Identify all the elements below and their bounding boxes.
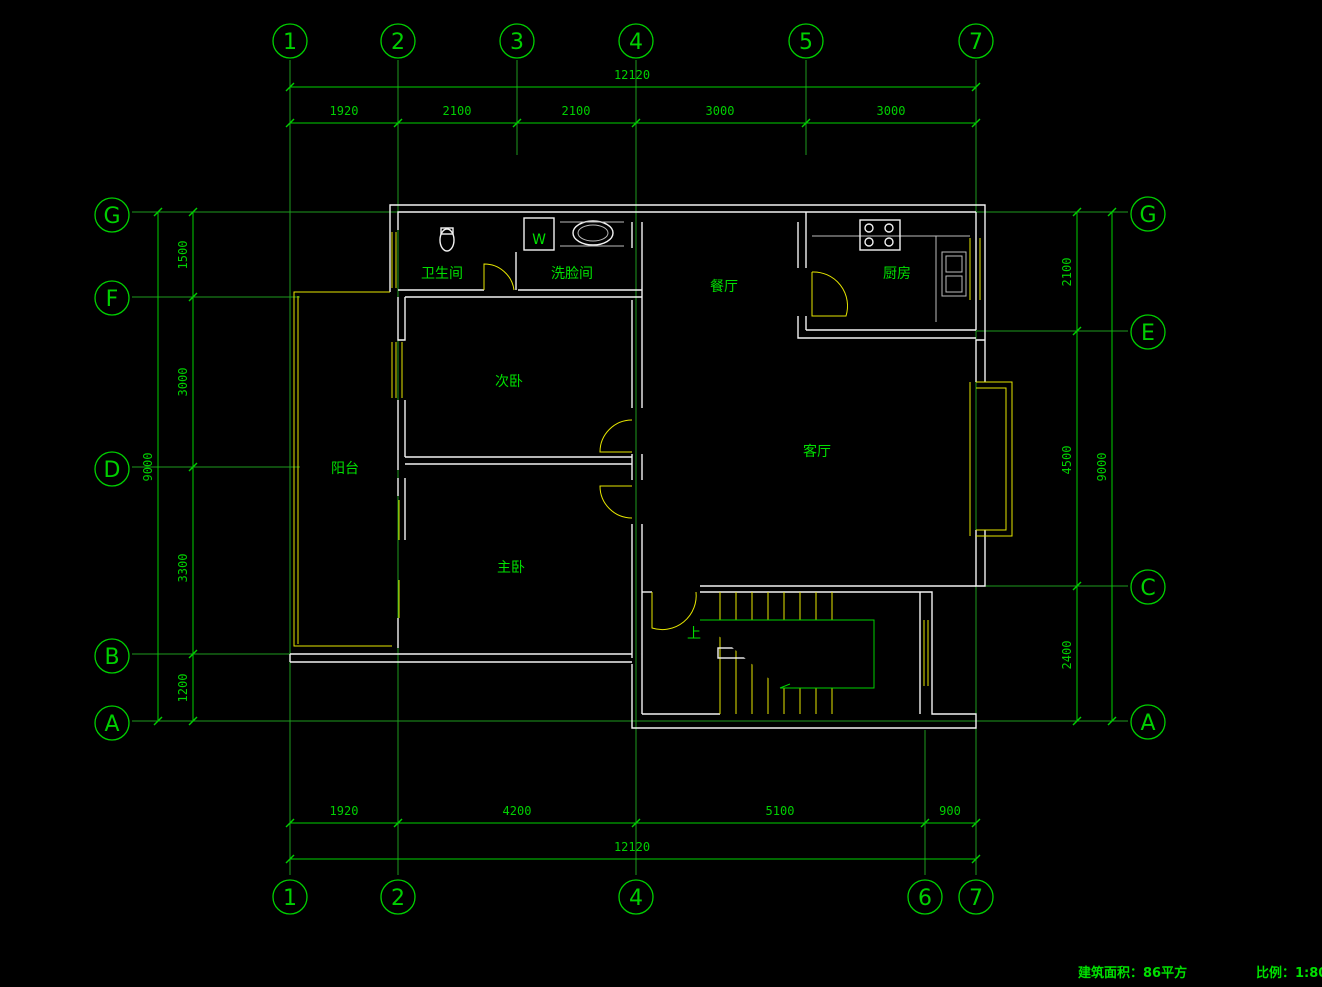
grid-label-bottom-7: 7 xyxy=(969,886,983,911)
scale-note: 比例：1:80 xyxy=(1256,965,1322,981)
right-dimensions: 2100 4500 2400 9000 xyxy=(1060,207,1117,726)
dim-right-seg-2: 4500 xyxy=(1060,446,1074,475)
dim-bottom-seg-2: 4200 xyxy=(503,804,532,818)
dim-top-seg-3: 2100 xyxy=(562,104,591,118)
grid-label-top-3: 3 xyxy=(510,30,524,55)
grid-label-left-A: A xyxy=(104,712,119,737)
stair-up-label: 上 xyxy=(687,626,701,642)
kitchen-fixtures xyxy=(812,219,970,322)
room-label-master-bedroom: 主卧 xyxy=(497,560,525,576)
room-label-dining: 餐厅 xyxy=(710,279,738,295)
grid-lines xyxy=(132,60,1128,875)
grid-label-top-5: 5 xyxy=(799,30,813,55)
bottom-dimensions: 1920 4200 5100 900 12120 xyxy=(285,804,981,864)
room-label-balcony: 阳台 xyxy=(331,461,359,477)
dim-right-total: 9000 xyxy=(1095,453,1109,482)
bath-fixtures: W xyxy=(439,217,624,252)
dim-right-seg-3: 2400 xyxy=(1060,641,1074,670)
grid-label-left-G: G xyxy=(103,204,120,229)
grid-label-right-A: A xyxy=(1140,711,1155,736)
grid-label-top-2: 2 xyxy=(391,30,405,55)
room-label-washroom: 洗脸间 xyxy=(551,266,593,282)
stove-icon xyxy=(859,219,901,251)
room-label-living: 客厅 xyxy=(803,443,831,460)
dim-bottom-seg-3: 5100 xyxy=(766,804,795,818)
grid-label-right-G: G xyxy=(1139,203,1156,228)
grid-label-top-4: 4 xyxy=(629,30,643,55)
area-note: 建筑面积：86平方 xyxy=(1078,965,1187,981)
room-label-toilet: 卫生间 xyxy=(421,266,463,282)
top-dimensions: 12120 1920 2100 2100 3000 3000 xyxy=(285,68,981,128)
dim-left-seg-2: 3000 xyxy=(176,368,190,397)
sink-icon xyxy=(941,251,967,297)
dim-bottom-seg-4: 900 xyxy=(939,804,961,818)
footer-notes: 建筑面积：86平方 比例：1:80 xyxy=(1078,965,1322,981)
grid-label-bottom-6: 6 xyxy=(918,886,932,911)
dim-top-seg-2: 2100 xyxy=(443,104,472,118)
washer-label: W xyxy=(532,232,546,248)
dim-top-total: 12120 xyxy=(614,68,650,82)
dim-left-seg-4: 1200 xyxy=(176,674,190,703)
grid-label-left-D: D xyxy=(104,458,121,483)
dim-left-total: 9000 xyxy=(141,453,155,482)
top-axis-bubbles: 1 2 3 4 5 7 xyxy=(272,23,994,59)
toilet-icon xyxy=(439,228,455,252)
grid-label-top-7: 7 xyxy=(969,30,983,55)
grid-label-left-B: B xyxy=(104,645,119,670)
grid-label-bottom-4: 4 xyxy=(629,886,643,911)
grid-label-bottom-1: 1 xyxy=(283,886,297,911)
left-dimensions: 9000 1500 3000 3300 1200 xyxy=(141,207,198,726)
room-label-kitchen: 厨房 xyxy=(883,266,911,282)
dim-right-seg-1: 2100 xyxy=(1060,258,1074,287)
dim-left-seg-3: 3300 xyxy=(176,554,190,583)
left-axis-bubbles: G F D B A xyxy=(94,197,130,741)
walls xyxy=(289,204,986,729)
room-labels: 卫生间 洗脸间 餐厅 厨房 次卧 客厅 阳台 主卧 xyxy=(331,266,911,576)
grid-label-right-E: E xyxy=(1141,321,1155,346)
windows-doors xyxy=(293,232,1013,686)
grid-label-bottom-2: 2 xyxy=(391,886,405,911)
grid-label-right-C: C xyxy=(1140,576,1155,601)
dim-left-seg-1: 1500 xyxy=(176,241,190,270)
grid-label-top-1: 1 xyxy=(283,30,297,55)
dim-top-seg-4: 3000 xyxy=(706,104,735,118)
right-axis-bubbles: G E C A xyxy=(1130,196,1166,740)
grid-label-left-F: F xyxy=(106,287,119,312)
dim-top-seg-5: 3000 xyxy=(877,104,906,118)
dim-top-seg-1: 1920 xyxy=(330,104,359,118)
room-label-second-bedroom: 次卧 xyxy=(495,374,523,390)
dim-bottom-seg-1: 1920 xyxy=(330,804,359,818)
bottom-axis-bubbles: 1 2 4 6 7 xyxy=(272,879,994,915)
washing-machine-icon xyxy=(523,217,555,251)
staircase: 上 xyxy=(687,592,875,714)
washbasin-icon xyxy=(572,220,614,246)
dim-bottom-total: 12120 xyxy=(614,840,650,854)
